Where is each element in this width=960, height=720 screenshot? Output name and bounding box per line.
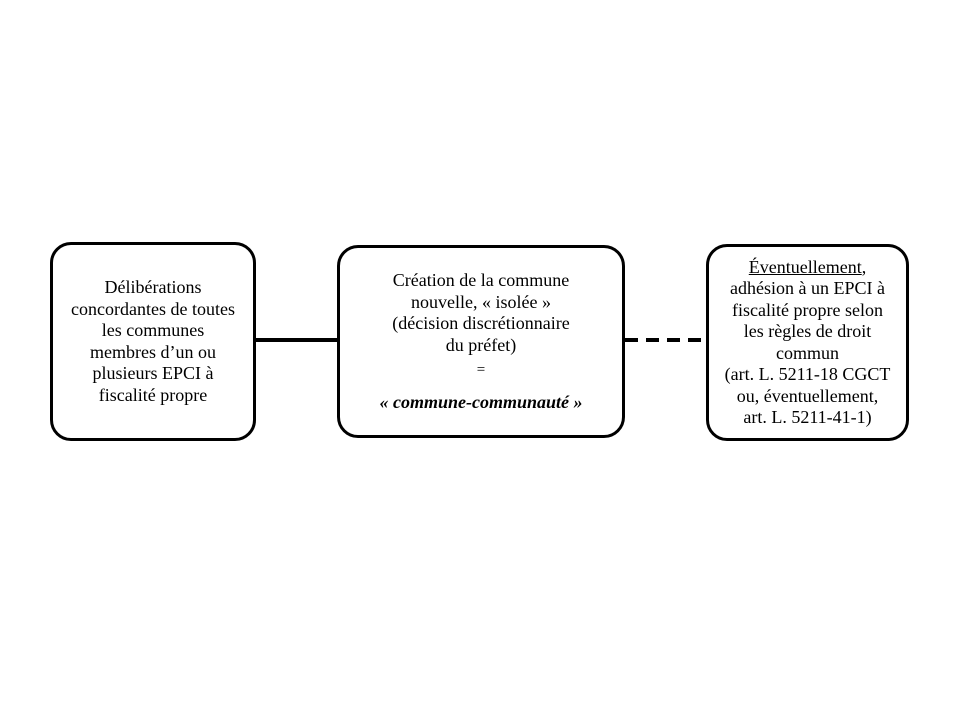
box-deliberations: Délibérations concordantes de toutes les… [50,242,256,441]
connector-dashed-line [625,338,706,342]
box-deliberations-line: fiscalité propre [98,384,208,405]
underlined-word: Éventuellement [748,256,862,277]
box-creation-line: Création de la commune [392,270,570,290]
box-adhesion-line: adhésion à un EPCI à [730,278,885,298]
box-adhesion-epci: Éventuellement, adhésion à un EPCI à fis… [706,244,909,441]
box-adhesion-line: commun [776,342,839,363]
box-creation-commune-nouvelle: Création de la commune nouvelle, « isolé… [337,245,625,438]
box-adhesion-first-line: Éventuellement, [749,257,866,279]
box-creation-result: « commune-communauté » [379,391,583,412]
box-deliberations-line: les communes [101,320,205,340]
box-creation-line: nouvelle, « isolée » [411,291,551,312]
box-deliberations-line: concordantes de toutes [71,298,235,319]
box-adhesion-line: fiscalité propre selon [732,299,883,320]
box-deliberations-line: plusieurs EPCI à [92,363,214,383]
box-deliberations-line: Délibérations [104,277,202,297]
box-creation-line: du préfet) [445,334,517,355]
box-adhesion-line: (art. L. 5211-18 CGCT [724,364,891,384]
box-adhesion-line: les règles de droit [743,321,872,341]
box-adhesion-line: art. L. 5211-41-1) [743,407,872,427]
equals-sign: = [476,362,486,378]
box-deliberations-line: membres d’un ou [90,341,216,362]
box-creation-line: (décision discrétionnaire [392,313,570,333]
connector-solid-line [256,338,337,342]
underlined-word-suffix: , [861,256,867,277]
box-adhesion-line: ou, éventuellement, [736,385,879,406]
